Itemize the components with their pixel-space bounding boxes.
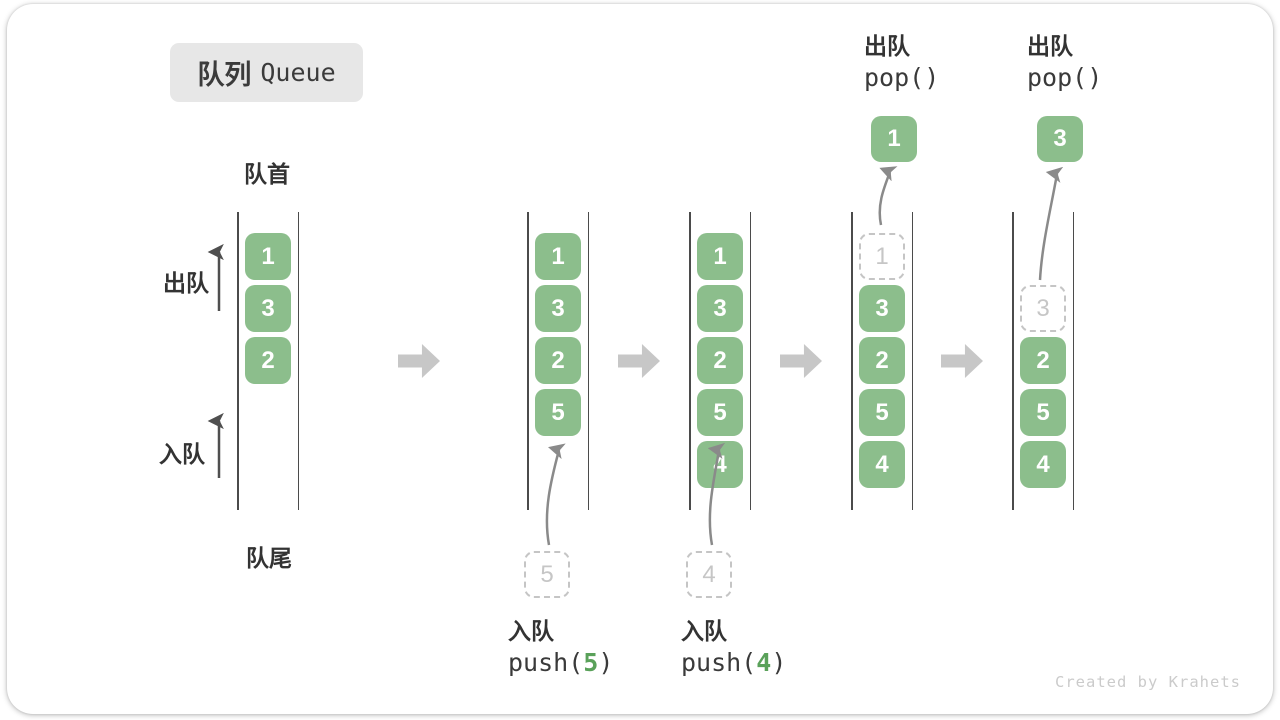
rail-right	[749, 212, 751, 510]
push-label-zh: 入队	[508, 618, 554, 644]
queue-cell: 2	[859, 337, 905, 384]
transition-arrow-icon	[398, 344, 440, 378]
queue-column-4: 1 3 2 5 4	[851, 212, 913, 510]
queue-cell: 4	[697, 441, 743, 488]
rail-right	[911, 212, 913, 510]
transition-arrow-icon	[780, 344, 822, 378]
rail-left	[689, 212, 691, 510]
incoming-cell: 4	[686, 551, 732, 598]
rail-right	[1072, 212, 1074, 510]
push-call-text: push(5)	[508, 646, 613, 680]
push-call-arg: 4	[756, 648, 772, 677]
queue-cell: 2	[697, 337, 743, 384]
queue-column-3: 1 3 2 5 4 4	[686, 212, 751, 598]
rail-left	[1012, 212, 1014, 510]
incoming-cell: 5	[524, 551, 570, 598]
queue-cell: 4	[1020, 441, 1066, 488]
push-call-post: )	[598, 648, 614, 677]
rail-left	[237, 212, 239, 510]
pop-operation-label-1: 出队 pop()	[864, 31, 939, 95]
rail-right	[297, 212, 299, 510]
title-badge: 队列 Queue	[170, 43, 363, 102]
queue-cell: 1	[535, 233, 581, 280]
queue-cell: 2	[1020, 337, 1066, 384]
push-operation-label-2: 入队 push(4)	[681, 616, 786, 680]
pop-call-text: pop()	[1027, 63, 1103, 92]
queue-cell: 1	[245, 233, 291, 280]
queue-front-label: 队首	[244, 161, 290, 187]
rail-left	[851, 212, 853, 510]
queue-cell: 4	[859, 441, 905, 488]
pop-label-zh: 出队	[864, 33, 910, 59]
push-operation-label-1: 入队 push(5)	[508, 616, 613, 680]
transition-arrow-icon	[618, 344, 660, 378]
queue-cell: 3	[535, 285, 581, 332]
watermark: Created by Krahets	[1055, 673, 1241, 691]
enqueue-side-label: 入队	[159, 441, 205, 467]
queue-column-5: 3 2 5 4	[1012, 212, 1074, 510]
pop-call-text: pop()	[864, 63, 940, 92]
dequeue-side-label: 出队	[163, 270, 209, 296]
queue-rear-label: 队尾	[246, 545, 292, 571]
queue-cell: 5	[697, 389, 743, 436]
push-call-post: )	[771, 648, 787, 677]
queue-column-1: 1 3 2	[237, 212, 299, 510]
pop-operation-label-2: 出队 pop()	[1027, 31, 1102, 95]
push-call-text: push(4)	[681, 646, 786, 680]
title-en: Queue	[260, 58, 336, 87]
pop-label-zh: 出队	[1027, 33, 1073, 59]
popped-cell: 1	[871, 116, 917, 162]
rail-right	[587, 212, 589, 510]
queue-cell: 1	[697, 233, 743, 280]
push-call-arg: 5	[583, 648, 599, 677]
ghost-cell: 3	[1020, 285, 1066, 332]
queue-cell: 3	[245, 285, 291, 332]
queue-cell: 5	[1020, 389, 1066, 436]
transition-arrow-icon	[941, 344, 983, 378]
push-call-pre: push(	[508, 648, 584, 677]
push-call-pre: push(	[681, 648, 757, 677]
queue-column-2: 1 3 2 5 5	[524, 212, 589, 598]
queue-cell: 3	[859, 285, 905, 332]
rail-left	[527, 212, 529, 510]
queue-cell: 5	[859, 389, 905, 436]
popped-cell: 3	[1037, 116, 1083, 162]
queue-cell: 5	[535, 389, 581, 436]
queue-cell: 2	[245, 337, 291, 384]
queue-cell: 2	[535, 337, 581, 384]
title-zh: 队列	[197, 60, 252, 90]
queue-cell: 3	[697, 285, 743, 332]
ghost-cell: 1	[859, 233, 905, 280]
push-label-zh: 入队	[681, 618, 727, 644]
